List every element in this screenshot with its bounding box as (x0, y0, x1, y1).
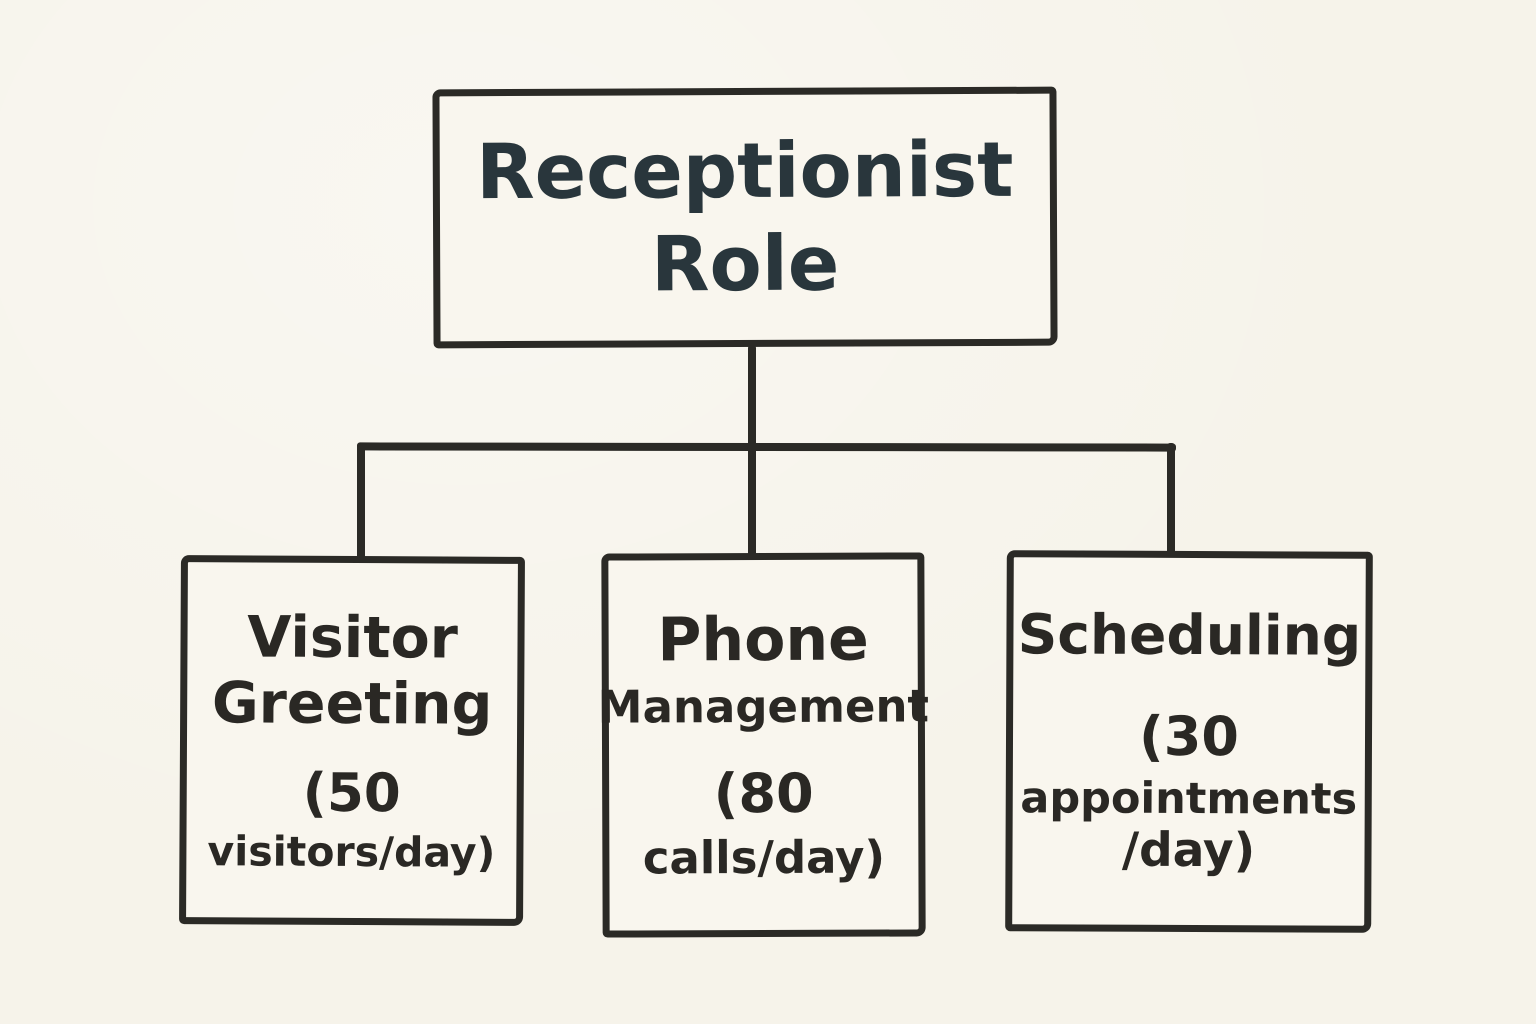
node-metric-line: appointments (1020, 772, 1358, 825)
node-label-line: Greeting (211, 670, 493, 738)
node-metric-line: (50 (302, 762, 401, 825)
node-label-line: Management (597, 679, 930, 734)
connector-drop-scheduling (1167, 443, 1175, 555)
node-label-line: Visitor (247, 604, 459, 672)
node-metric-line: (30 (1138, 704, 1240, 769)
node-metric-line: visitors/day) (207, 826, 496, 877)
root-label-line: Receptionist (475, 124, 1014, 216)
node-metric-line: /day) (1121, 823, 1256, 879)
node-phone-management: Phone Management (80 calls/day) (598, 552, 929, 938)
node-label-line: Phone (657, 604, 869, 676)
connector-drop-phone-management (748, 443, 756, 557)
node-metric-line: (80 (713, 762, 814, 826)
node-visitor-greeting: Visitor Greeting (50 visitors/day) (179, 555, 525, 926)
node-metric-line: calls/day) (642, 830, 886, 885)
root-label-line: Role (650, 218, 840, 308)
connector-drop-visitor-greeting (357, 443, 365, 560)
connector-root-stem (748, 345, 756, 449)
node-receptionist-role: Receptionist Role (432, 86, 1058, 349)
node-scheduling: Scheduling (30 appointments /day) (1005, 550, 1373, 933)
node-label-line: Scheduling (1017, 602, 1362, 668)
connector-horizontal-bus (356, 442, 1177, 452)
